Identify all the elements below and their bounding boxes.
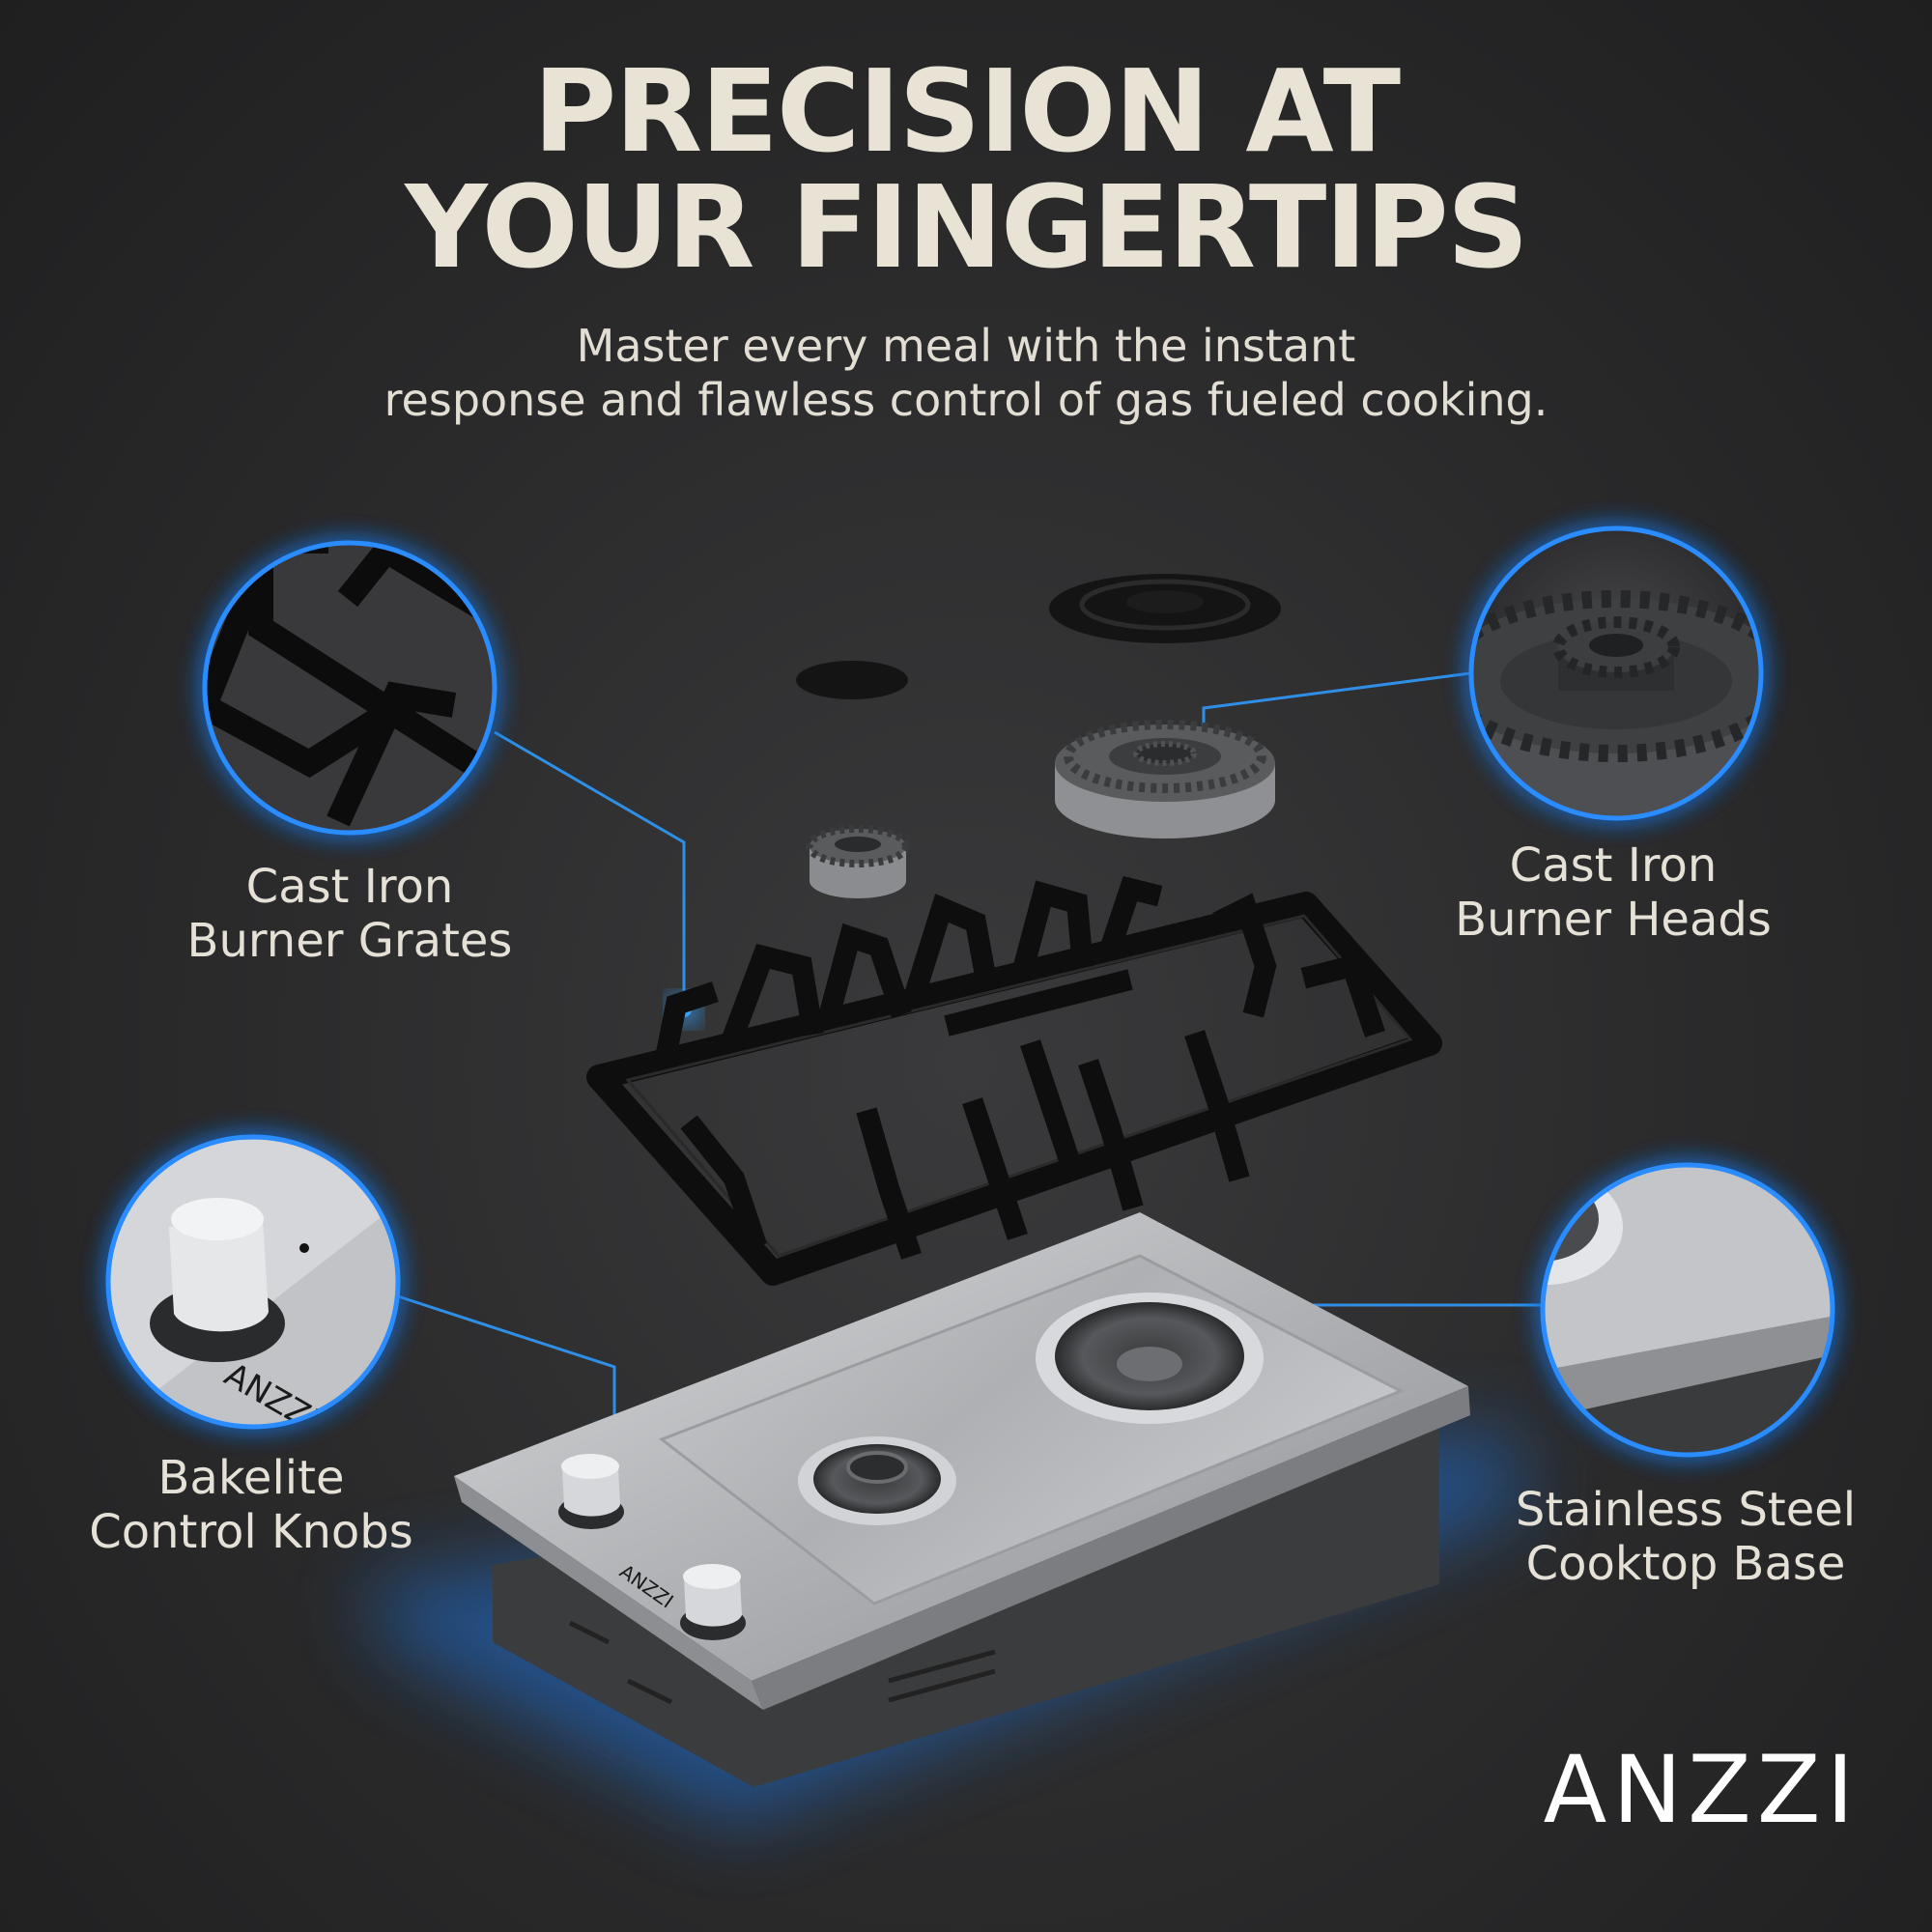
burner-head-small (806, 825, 910, 898)
magnifier-circle-grates (202, 540, 497, 836)
subtitle: Master every meal with the instant respo… (0, 319, 1932, 427)
label-control-knobs-line-2: Control Knobs (89, 1505, 413, 1559)
magnifier-circle-base (1540, 1162, 1835, 1458)
label-cooktop-base-line-2: Cooktop Base (1525, 1537, 1846, 1591)
magnifier-circle-heads (1468, 526, 1764, 821)
subtitle-line-1: Master every meal with the instant (576, 320, 1356, 372)
label-burner-heads-line-1: Cast Iron (1509, 838, 1718, 893)
label-burner-grates-line-2: Burner Grates (186, 914, 513, 968)
brand-logo: ANZZI (1543, 1736, 1860, 1844)
burner-cap-large (1049, 574, 1281, 643)
headline-line-2: YOUR FINGERTIPS (405, 160, 1528, 294)
knob-1 (558, 1454, 624, 1529)
label-burner-heads-line-2: Burner Heads (1455, 893, 1772, 947)
burner-head-large (1055, 720, 1275, 838)
label-burner-grates-line-1: Cast Iron (245, 860, 454, 914)
magnifier-circle-knobs: ANZZI (105, 1134, 401, 1430)
label-cooktop-base: Stainless Steel Cooktop Base (1478, 1483, 1893, 1591)
knob-2 (680, 1564, 746, 1640)
label-control-knobs-line-1: Bakelite (157, 1451, 345, 1505)
label-control-knobs: Bakelite Control Knobs (58, 1451, 444, 1559)
headline-line-1: PRECISION AT (532, 44, 1401, 178)
cooktop-base: ANZZI (454, 1212, 1470, 1787)
label-burner-heads: Cast Iron Burner Heads (1420, 838, 1806, 947)
headline: PRECISION AT YOUR FINGERTIPS (0, 53, 1932, 285)
subtitle-line-2: response and flawless control of gas fue… (384, 374, 1548, 426)
burner-cap-small (796, 661, 908, 699)
label-cooktop-base-line-1: Stainless Steel (1515, 1483, 1857, 1537)
cast-iron-grate (586, 875, 1442, 1286)
label-burner-grates: Cast Iron Burner Grates (156, 860, 543, 968)
